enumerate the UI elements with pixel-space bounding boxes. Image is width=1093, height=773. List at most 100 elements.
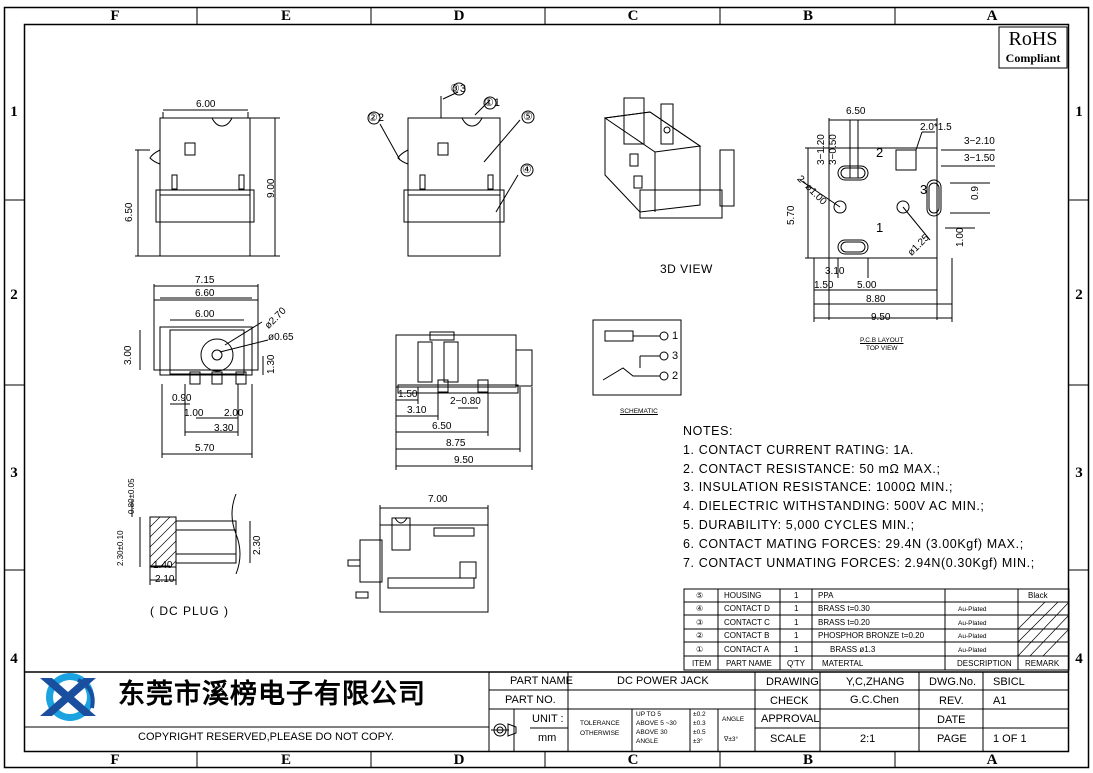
tol-range-1: UP TO 5	[636, 711, 661, 718]
tol-range-3: ABOVE 30	[636, 729, 668, 736]
rev-value: A1	[993, 695, 1007, 707]
callout-5: ⑤	[523, 111, 533, 123]
bom-row-mat: BRASS ø1.3	[830, 645, 876, 654]
pcb-pad-2: 2	[876, 145, 884, 160]
pcb-20x15: 2.0*1.5	[920, 122, 952, 133]
notes-title: NOTES:	[683, 424, 734, 438]
bom-row-part: CONTACT D	[724, 604, 770, 613]
bom-header-material: MATERTAL	[822, 659, 864, 668]
bom-row-part: CONTACT C	[724, 618, 770, 627]
bom-row-qty: 1	[794, 645, 799, 654]
pcb-210: 3−2.10	[964, 136, 995, 147]
copyright: COPYRIGHT RESERVED,PLEASE DO NOT COPY.	[138, 731, 394, 743]
bom-row-qty: 1	[794, 591, 799, 600]
dim-top-650: 6.50	[124, 202, 135, 222]
grid-row-2-right: 2	[1075, 287, 1083, 303]
dim-b150: 1.50	[398, 389, 418, 400]
pcb-650: 6.50	[846, 106, 866, 117]
schematic-pin-3: 3	[672, 350, 679, 362]
otherwise-label: OTHERWISE	[580, 730, 620, 737]
rev-label: REV.	[939, 695, 964, 707]
bom-row-mat: PHOSPHOR BRONZE t=0.20	[818, 631, 925, 640]
bom-row-desc: Au-Plated	[958, 633, 987, 640]
dim-b950: 9.50	[454, 455, 474, 466]
dim-330: 3.30	[214, 423, 234, 434]
grid-col-B-bottom: B	[802, 752, 813, 768]
bom-row-id: ③	[696, 618, 704, 627]
dim-130: 1.30	[266, 354, 277, 374]
bom-header-remark: REMARK	[1025, 659, 1060, 668]
grid-col-A-top: A	[986, 8, 998, 24]
bom-header-desc: DESCRIPTION	[957, 659, 1012, 668]
plug-dim-23: 2.30±0.10	[116, 530, 125, 566]
dwg-no-value: SBICL	[993, 676, 1025, 688]
page-label: PAGE	[937, 733, 967, 745]
dim-100: 1.00	[184, 408, 204, 419]
pcb-09: 0.9	[970, 186, 981, 200]
plug-dim-230: 2.30	[252, 535, 263, 555]
check-label: CHECK	[770, 695, 809, 707]
pcb-310: 3.10	[825, 266, 845, 277]
plug-dim-140: 1.40	[153, 560, 173, 571]
grid-col-D-top: D	[453, 8, 465, 24]
unit-value: mm	[538, 732, 557, 744]
pcb-500: 5.00	[857, 280, 877, 291]
note-4: 4. DIELECTRIC WITHSTANDING: 500V AC MIN.…	[683, 499, 985, 513]
bom-row-desc: Au-Plated	[958, 620, 987, 627]
dim-200: 2.00	[224, 408, 244, 419]
dim-090: 0.90	[172, 393, 192, 404]
tol-value-3: ±0.5	[693, 729, 706, 736]
scale-value: 2:1	[860, 733, 876, 745]
grid-col-D-bottom: D	[453, 752, 465, 768]
bom-row-qty: 1	[794, 631, 799, 640]
grid-col-F-bottom: F	[110, 752, 120, 768]
angle-label: ANGLE	[722, 716, 745, 723]
rohs-compliant: Compliant	[1005, 51, 1061, 65]
check-value: G.C.Chen	[850, 694, 899, 706]
schematic-pin-2: 2	[672, 370, 679, 382]
grid-row-1-left: 1	[10, 104, 18, 120]
bom-row-qty: 1	[794, 604, 799, 613]
schematic-pin-1: 1	[672, 330, 679, 342]
side2-dim-700: 7.00	[428, 494, 448, 505]
bom-row-id: ①	[696, 645, 704, 654]
company-logo	[40, 673, 96, 721]
part-name-value: DC POWER JACK	[617, 675, 709, 687]
note-7: 7. CONTACT UNMATING FORCES: 2.94N(0.30Kg…	[683, 556, 1035, 570]
page-value: 1 OF 1	[993, 733, 1027, 745]
tol-value-2: ±0.3	[693, 720, 706, 727]
approval-label: APPROVAL	[761, 713, 820, 725]
dim-715: 7.15	[195, 275, 215, 286]
grid-row-1-right: 1	[1075, 104, 1083, 120]
plug-caption: ( DC PLUG )	[150, 604, 230, 618]
note-6: 6. CONTACT MATING FORCES: 29.4N (3.00Kgf…	[683, 537, 1024, 551]
dim-top-width: 6.00	[196, 99, 216, 110]
date-label: DATE	[937, 714, 966, 726]
bom-row-id: ②	[696, 631, 704, 640]
grid-col-F-top: F	[110, 8, 120, 24]
bom-header-qty: Q'TY	[787, 659, 805, 668]
note-3: 3. INSULATION RESISTANCE: 1000Ω MIN.;	[683, 480, 954, 494]
pcb-caption-1: P.C.B LAYOUT	[860, 337, 904, 344]
bom-row-mat: PPA	[818, 591, 834, 600]
dim-b875: 8.75	[446, 438, 466, 449]
dim-065: ø0.65	[268, 332, 294, 343]
grid-col-E-bottom: E	[280, 752, 291, 768]
pcb-050: 3−0.50	[828, 134, 839, 165]
dim-300: 3.00	[123, 345, 134, 365]
tolerance-label: TOLERANCE	[580, 720, 620, 727]
dwg-no-label: DWG.No.	[929, 676, 977, 688]
bom-header-item: ITEM	[692, 659, 712, 668]
dim-b650: 6.50	[432, 421, 452, 432]
bom-row-part: HOUSING	[724, 591, 762, 600]
bom-row-part: CONTACT B	[724, 631, 770, 640]
note-5: 5. DURABILITY: 5,000 CYCLES MIN.;	[683, 518, 915, 532]
pcb-3150: 3−1.50	[964, 153, 995, 164]
grid-row-3-right: 3	[1075, 465, 1083, 481]
grid-row-4-left: 4	[10, 651, 18, 667]
schematic-caption: SCHEMATIC	[620, 408, 658, 415]
tol-value-4: ±3°	[693, 738, 703, 745]
bom-row-part: CONTACT A	[724, 645, 770, 654]
bom-row-id: ⑤	[696, 591, 704, 600]
